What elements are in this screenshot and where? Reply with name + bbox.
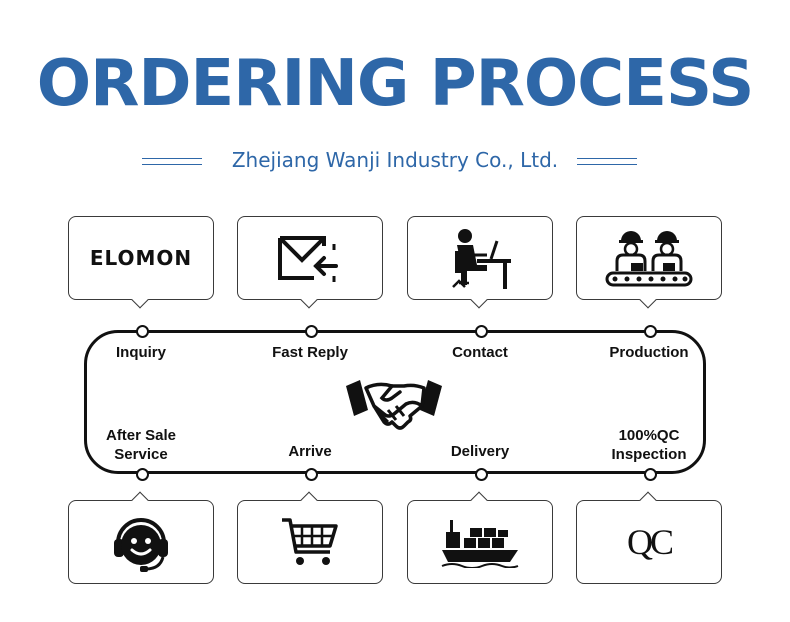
node-contact — [475, 325, 488, 338]
node-production — [644, 325, 657, 338]
person-at-computer-icon — [452, 229, 511, 289]
step-box-after-sale — [68, 491, 214, 584]
headset-agent-icon — [114, 518, 168, 572]
label-arrive: Arrive — [288, 443, 332, 460]
handshake-icon — [346, 380, 442, 430]
label-qc-inspection: 100%QC Inspection — [611, 427, 687, 463]
node-arrive — [305, 468, 318, 481]
node-qc — [644, 468, 657, 481]
company-subtitle: Zhejiang Wanji Industry Co., Ltd. — [231, 148, 559, 172]
qc-icon: QC — [626, 522, 674, 562]
node-delivery — [475, 468, 488, 481]
label-inquiry: Inquiry — [115, 344, 166, 361]
step-box-fast-reply — [237, 216, 383, 309]
step-box-contact — [407, 216, 553, 309]
label-production: Production — [609, 344, 689, 361]
label-contact: Contact — [452, 344, 508, 361]
label-delivery: Delivery — [450, 443, 510, 460]
elomon-logo: ELOMON — [89, 246, 193, 270]
label-fast-reply: Fast Reply — [272, 344, 348, 361]
step-box-arrive — [237, 491, 383, 584]
subtitle-row: Zhejiang Wanji Industry Co., Ltd. — [0, 146, 790, 176]
step-box-qc: QC — [576, 491, 722, 584]
node-fast-reply — [305, 325, 318, 338]
node-inquiry — [136, 325, 149, 338]
left-double-line — [142, 158, 202, 165]
cargo-ship-icon — [441, 520, 519, 568]
node-after-sale — [136, 468, 149, 481]
label-after-sale-service: After Sale Service — [105, 427, 177, 463]
page-title: ORDERING PROCESS — [36, 47, 755, 121]
process-loop — [84, 330, 706, 474]
step-box-inquiry: ELOMON — [68, 216, 214, 309]
step-box-delivery — [407, 491, 553, 584]
step-box-production — [576, 216, 722, 309]
workers-conveyor-icon — [605, 231, 693, 287]
right-double-line — [577, 158, 637, 165]
mail-reply-icon — [278, 236, 338, 282]
shopping-cart-icon — [282, 518, 338, 565]
